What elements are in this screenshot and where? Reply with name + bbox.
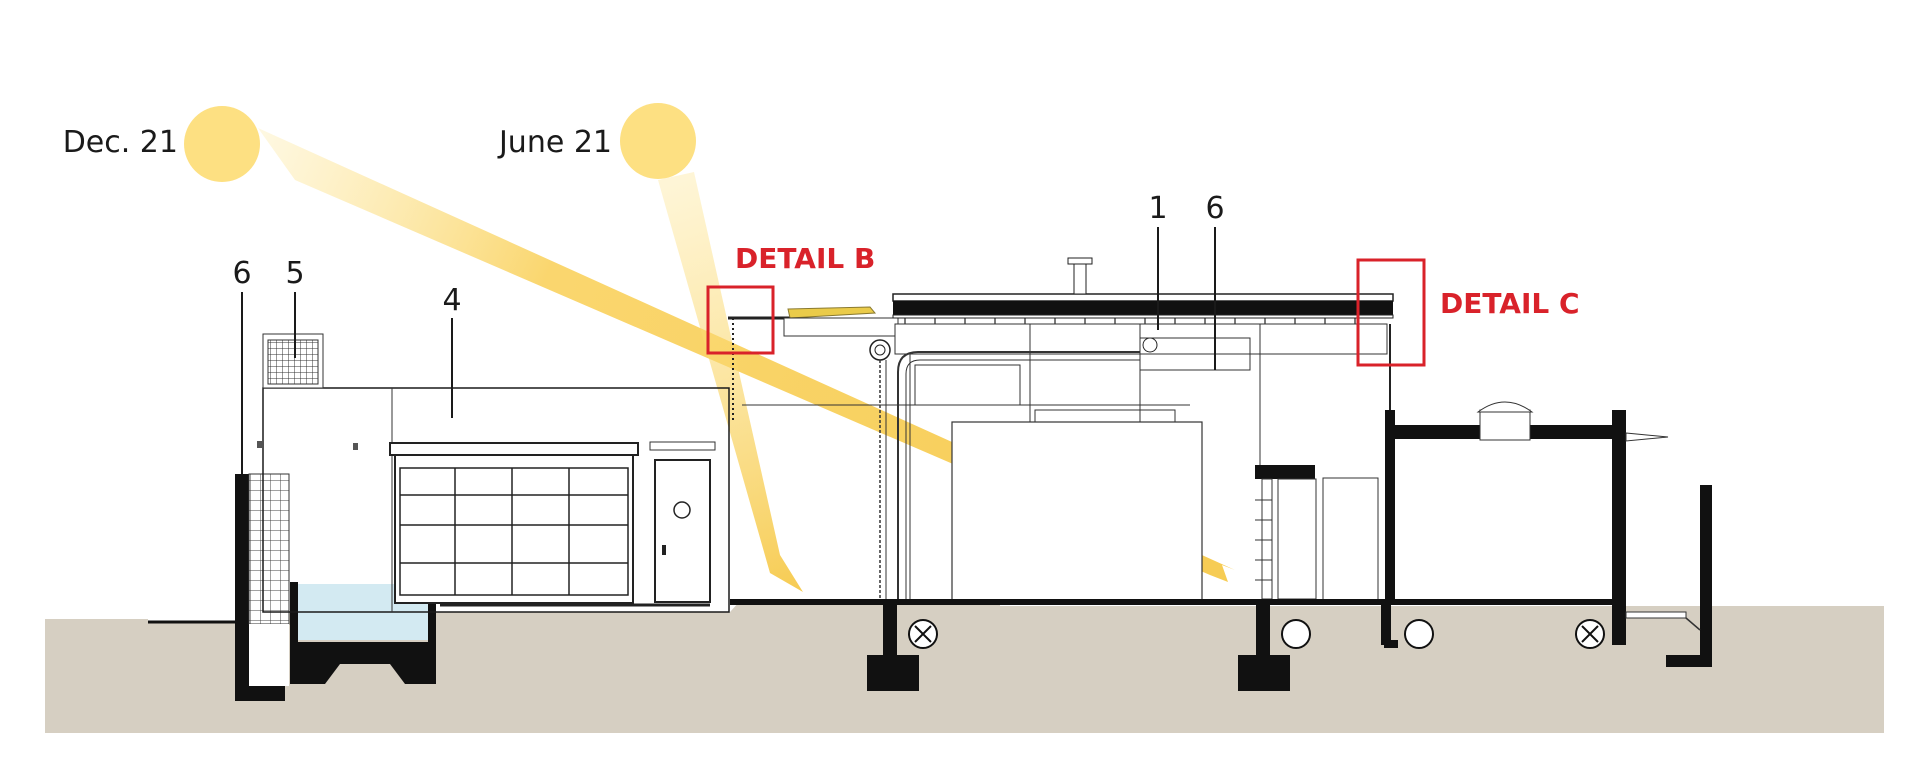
june-sun <box>620 103 696 179</box>
garage-building <box>257 333 730 613</box>
june-sun-label: June 21 <box>497 125 612 160</box>
callout-1: 1 <box>1148 191 1167 226</box>
callout-6-left: 6 <box>232 256 251 291</box>
detail-c-label: DETAIL C <box>1440 287 1580 320</box>
side-door <box>654 459 711 603</box>
callout-5: 5 <box>285 256 304 291</box>
callout-4: 4 <box>442 283 461 318</box>
main-house <box>730 257 1626 691</box>
detail-b-box <box>706 285 775 355</box>
june-sun-ray <box>658 172 803 592</box>
garage-door <box>394 444 634 604</box>
december-sun-label: Dec. 21 <box>63 125 178 160</box>
detail-b-label: DETAIL B <box>735 242 875 275</box>
right-wing <box>1385 401 1712 667</box>
retaining-wall <box>148 473 290 701</box>
december-sun <box>184 106 260 182</box>
callout-leaders <box>241 227 1216 474</box>
callout-6-right: 6 <box>1205 191 1224 226</box>
detail-c-box <box>1356 258 1426 367</box>
